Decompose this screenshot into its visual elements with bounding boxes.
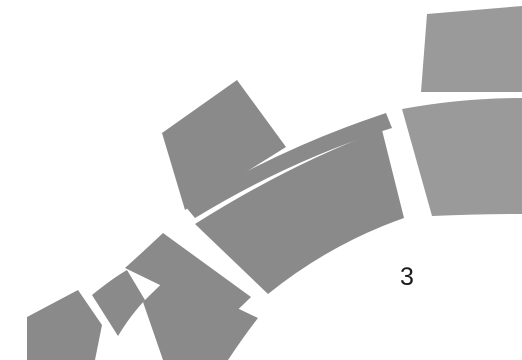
gear-ring-segment-top-right [402,98,522,216]
segment-number-label: 3 [400,263,414,291]
gear-tooth-bottom-left [27,290,102,360]
gear-tooth-top-right [421,6,522,92]
